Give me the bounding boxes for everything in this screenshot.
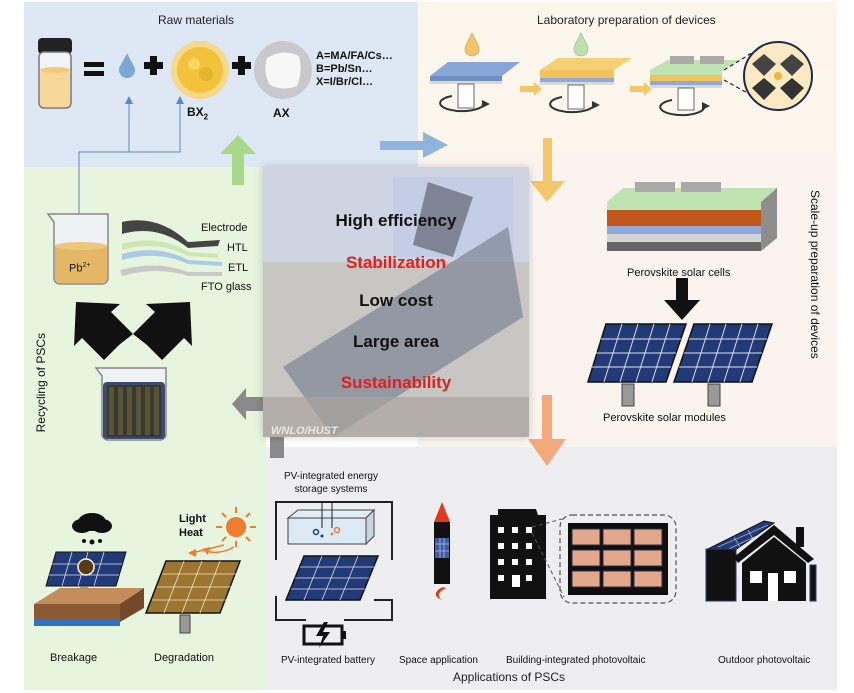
app-space-label: Space application bbox=[399, 655, 478, 666]
light-label: Light bbox=[179, 513, 206, 525]
device-layers-icon bbox=[120, 220, 222, 276]
definition-b: B=Pb/Sn… bbox=[316, 63, 373, 75]
lab-preparation-title: Laboratory preparation of devices bbox=[537, 13, 716, 27]
energy-storage-label-line2: storage systems bbox=[294, 484, 368, 495]
sun-icon bbox=[216, 507, 256, 547]
feature-stabilization: Stabilization bbox=[345, 253, 447, 272]
rocket-icon bbox=[434, 502, 450, 600]
ax-powder-icon bbox=[254, 41, 312, 99]
arrow-to-layers bbox=[133, 302, 192, 360]
center-photo: High efficiency Stabilization Low cost L… bbox=[263, 167, 529, 437]
plus-icon bbox=[232, 56, 251, 75]
degradation-label: Degradation bbox=[154, 652, 214, 664]
arrow-to-pb-beaker bbox=[74, 302, 133, 360]
layer-etl-label: ETL bbox=[228, 262, 249, 274]
definition-a: A=MA/FA/Cs… bbox=[316, 50, 393, 62]
layer-electrode-label: Electrode bbox=[201, 222, 248, 234]
feature-high-efficiency: High efficiency bbox=[335, 211, 457, 230]
plus-icon bbox=[144, 56, 163, 75]
arrow-lab-to-scaleup bbox=[530, 138, 565, 202]
pb-beaker-icon bbox=[46, 213, 109, 285]
layer-fto-glass-label: FTO glass bbox=[201, 281, 252, 293]
perovskite-cell-stack-icon bbox=[607, 182, 777, 251]
app-bipv-label: Building-integrated photovoltaic bbox=[506, 655, 646, 666]
applications-title: Applications of PSCs bbox=[453, 670, 566, 684]
pb-ion-label: Pb2+ bbox=[69, 262, 91, 275]
bx2-powder-icon bbox=[171, 41, 229, 99]
app-pv-battery-label: PV-integrated battery bbox=[281, 655, 375, 666]
solar-array-photo bbox=[263, 167, 529, 437]
ax-label: AX bbox=[273, 106, 290, 120]
stress-labels: Light Heat bbox=[179, 512, 206, 540]
arrow-scaleup-to-apps bbox=[528, 395, 566, 466]
raw-materials-title: Raw materials bbox=[158, 13, 235, 27]
definition-x: X=I/Br/Cl… bbox=[316, 76, 374, 88]
pv-storage-battery-icon bbox=[275, 501, 393, 648]
feature-large-area: Large area bbox=[353, 332, 439, 351]
heat-label: Heat bbox=[179, 527, 203, 539]
solvent-drop-icon bbox=[119, 53, 135, 78]
bx2-label: BX2 bbox=[187, 105, 209, 122]
arrow-recycle-to-raw bbox=[220, 135, 256, 185]
rain-cloud-icon bbox=[72, 513, 112, 545]
perovskite-cells-label: Perovskite solar cells bbox=[627, 267, 731, 279]
scale-up-title: Scale-up preparation of devices bbox=[808, 190, 822, 359]
watermark: WNLO/HUST bbox=[271, 425, 338, 437]
equals-icon bbox=[84, 62, 104, 76]
dissolution-beaker-icon bbox=[94, 367, 167, 441]
feature-low-cost: Low cost bbox=[359, 291, 433, 310]
arrow-cells-to-modules bbox=[664, 278, 700, 320]
degradation-icon bbox=[144, 507, 256, 634]
app-outdoor-label: Outdoor photovoltaic bbox=[718, 655, 811, 666]
recycling-title: Recycling of PSCs bbox=[34, 333, 48, 433]
breakage-icon bbox=[34, 513, 144, 626]
building-integrated-pv-icon bbox=[490, 509, 677, 604]
breakage-label: Breakage bbox=[50, 652, 98, 664]
arrow-raw-to-lab bbox=[380, 132, 448, 158]
vial-icon bbox=[38, 38, 72, 109]
ion-definitions: A=MA/FA/Cs… B=Pb/Sn… X=I/Br/Cl… bbox=[316, 50, 393, 89]
perovskite-modules-label: Perovskite solar modules bbox=[603, 412, 726, 424]
energy-storage-label: PV-integrated energy storage systems bbox=[280, 470, 382, 496]
energy-storage-label-line1: PV-integrated energy bbox=[284, 471, 378, 482]
spin-coating-steps bbox=[430, 32, 813, 117]
layer-htl-label: HTL bbox=[227, 242, 248, 254]
house-with-solar-roof-icon bbox=[705, 520, 817, 602]
solar-modules-icon bbox=[586, 323, 774, 407]
feature-sustainability: Sustainability bbox=[340, 373, 452, 392]
